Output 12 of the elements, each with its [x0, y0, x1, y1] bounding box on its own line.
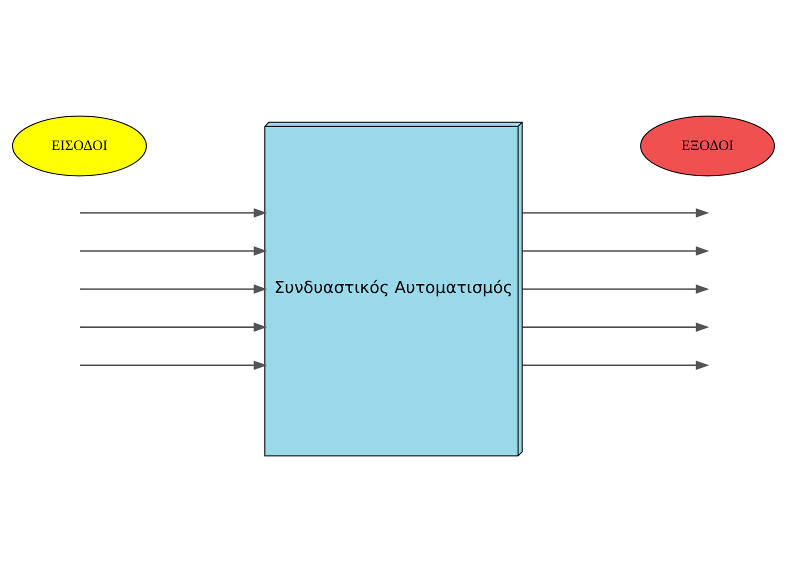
arrow [522, 322, 710, 332]
arrow [80, 322, 268, 332]
node-ellipse: ΕΞΟΔΟΙ [640, 116, 775, 176]
arrow [522, 284, 710, 294]
arrow [522, 246, 710, 256]
arrow [80, 360, 268, 370]
arrow [522, 208, 710, 218]
arrow [80, 284, 268, 294]
arrow [522, 360, 710, 370]
node-ellipse: ΕΙΣΟΔΟΙ [12, 116, 147, 176]
arrow [80, 208, 268, 218]
arrow [80, 246, 268, 256]
